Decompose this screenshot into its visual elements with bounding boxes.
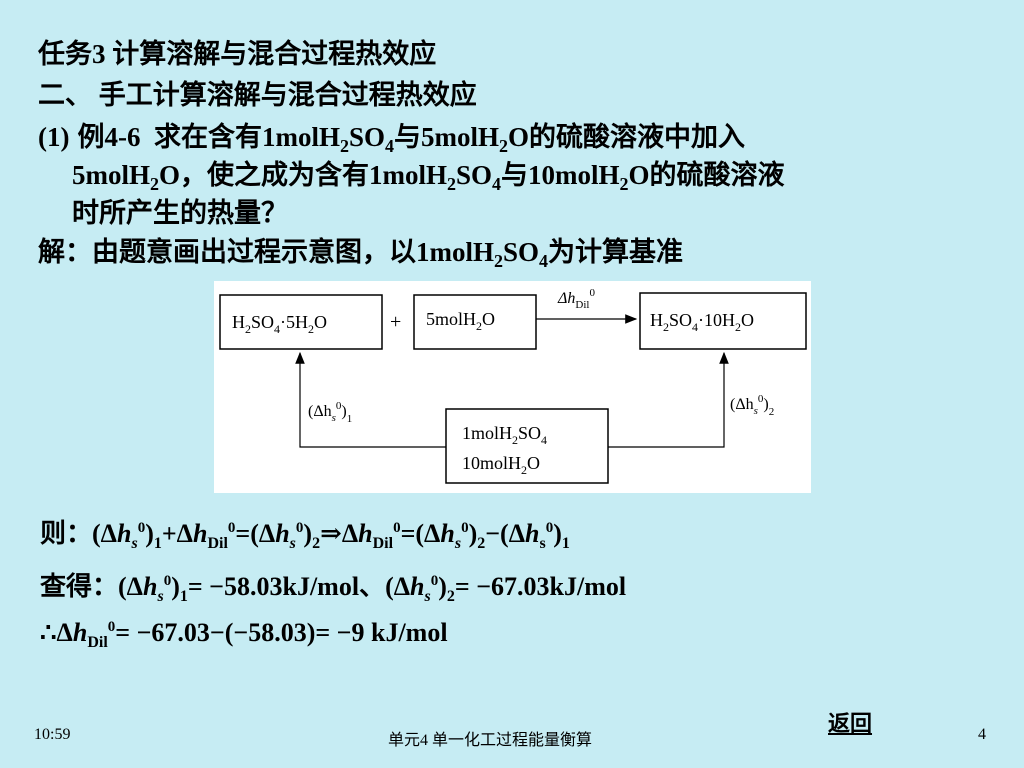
example-id: 例4-6: [77, 122, 141, 152]
box-reactant-1: [219, 294, 383, 350]
solution-line: 解：由题意画出过程示意图，以1molH2SO4为计算基准: [38, 230, 683, 272]
solution-text: 解：由题意画出过程示意图，以1molH: [38, 237, 494, 267]
example-text: O的硫酸溶液: [628, 160, 785, 190]
subscript: 2: [499, 136, 509, 156]
left-arrow: [295, 351, 446, 448]
example-line-2: 5molH2O，使之成为含有1molH2SO4与10molH2O的硫酸溶液: [72, 153, 785, 195]
subscript: 2: [494, 251, 503, 271]
example-text: O的硫酸溶液中加入: [508, 122, 746, 152]
example-text: 与10molH: [501, 160, 620, 190]
plus-sign: +: [390, 311, 401, 333]
back-link[interactable]: 返回: [828, 711, 873, 736]
footer-time: 10:59: [34, 726, 71, 743]
example-line-1: (1)例4-6 求在含有1molH2SO4与5molH2O的硫酸溶液中加入: [38, 115, 745, 157]
subscript: 4: [385, 136, 395, 156]
equation-2: 查得：(Δhs0)1= −58.03kJ/mol、(Δhs0)2= −67.03…: [40, 572, 627, 605]
example-text: 5molH: [72, 160, 150, 190]
subscript: 2: [619, 174, 629, 194]
box-product-label: H2SO4·10H2O: [650, 310, 754, 334]
solution-text: 为计算基准: [548, 237, 684, 267]
box-base-line-2: 10molH2O: [462, 453, 540, 477]
example-text: SO: [456, 160, 493, 190]
subscript: 2: [447, 174, 456, 194]
box-reactant-2: [413, 294, 537, 350]
subscript: 4: [492, 174, 502, 194]
box-reactant-1-label: H2SO4·5H2O: [232, 312, 327, 336]
item-number: (1): [38, 122, 70, 152]
left-arrow-label: (Δhs0)1: [308, 400, 352, 425]
subscript: 2: [339, 136, 349, 156]
solution-text: SO: [503, 237, 540, 267]
footer-course: 单元4 单一化工过程能量衡算: [388, 732, 593, 749]
example-text: SO: [348, 122, 386, 152]
subscript: 2: [150, 174, 159, 194]
equation-prefix: 查得：: [40, 572, 119, 601]
footer-page-number: 4: [978, 726, 986, 743]
slide-title: 任务3 计算溶解与混合过程热效应: [38, 39, 437, 69]
process-diagram: H2SO4·5H2O + 5molH2O ΔhDil0 H2SO4·10H2O …: [214, 281, 811, 493]
equation-3: ∴ΔhDil0= −67.03−(−58.03)= −9 kJ/mol: [40, 618, 448, 651]
example-text: 求在含有1molH: [153, 122, 340, 152]
box-product: [639, 292, 807, 350]
right-arrow-label: (Δhs0)2: [730, 393, 774, 418]
dilution-arrow-label: ΔhDil0: [557, 287, 595, 311]
therefore-symbol: ∴: [40, 618, 57, 647]
box-reactant-2-label: 5molH2O: [426, 309, 495, 333]
equation-prefix: 则：: [40, 519, 93, 548]
section-heading: 二、 手工计算溶解与混合过程热效应: [38, 80, 477, 110]
box-base: [445, 408, 609, 484]
equation-1: 则：(Δhs0)1+ΔhDil0=(Δhs0)2⇒ΔhDil0=(Δhs0)2−…: [40, 519, 570, 552]
example-text: 与5molH: [394, 122, 500, 152]
equation-value: = −58.03kJ/mol、: [187, 572, 386, 601]
right-arrow: [608, 351, 729, 448]
equation-value: = −67.03kJ/mol: [454, 572, 627, 601]
equation-value: = −67.03−(−58.03)= −9 kJ/mol: [115, 618, 448, 647]
example-line-3: 时所产生的热量？: [72, 198, 288, 228]
example-text: O，使之成为含有1molH: [159, 160, 447, 190]
box-base-line-1: 1molH2SO4: [462, 423, 547, 447]
subscript: 4: [539, 251, 549, 271]
